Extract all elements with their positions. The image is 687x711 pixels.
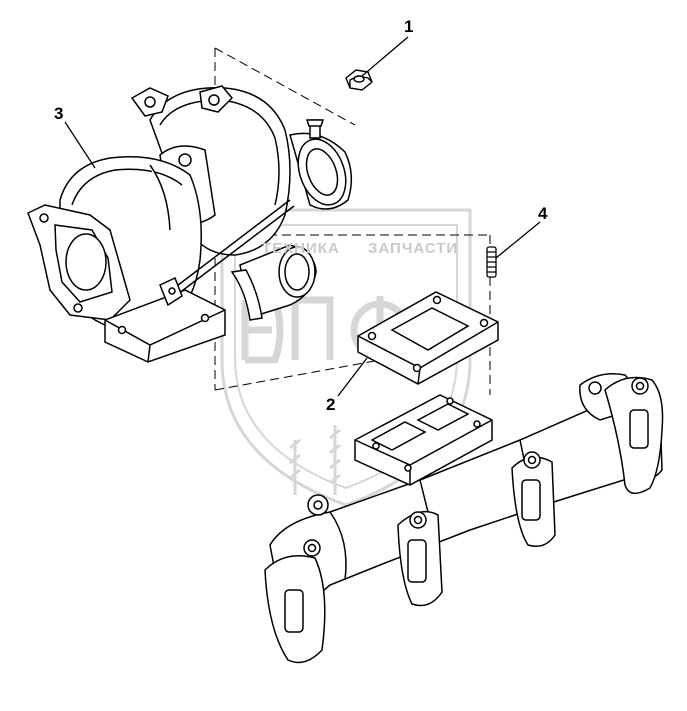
watermark-shield: [220, 208, 472, 507]
stud-part: [486, 246, 497, 278]
turbocharger-part: [27, 85, 353, 363]
nut-part: [345, 69, 373, 91]
leader-line-4: [495, 221, 541, 259]
leader-lines: [64, 36, 541, 397]
callout-3: 3: [54, 104, 64, 123]
gasket-part: [357, 291, 499, 385]
leader-line-3: [64, 121, 96, 169]
watermark-left-text: ТЕХНИКА: [262, 240, 340, 257]
callout-2: 2: [326, 395, 336, 414]
callout-4: 4: [538, 204, 548, 223]
watermark-right-text: ЗАПЧАСТИ: [368, 240, 459, 257]
leader-line-2: [337, 357, 368, 397]
leader-line-1: [361, 36, 409, 77]
callout-1: 1: [404, 17, 414, 36]
watermark-wheat-icon: [289, 425, 341, 495]
exhaust-manifold-part: [264, 373, 664, 664]
